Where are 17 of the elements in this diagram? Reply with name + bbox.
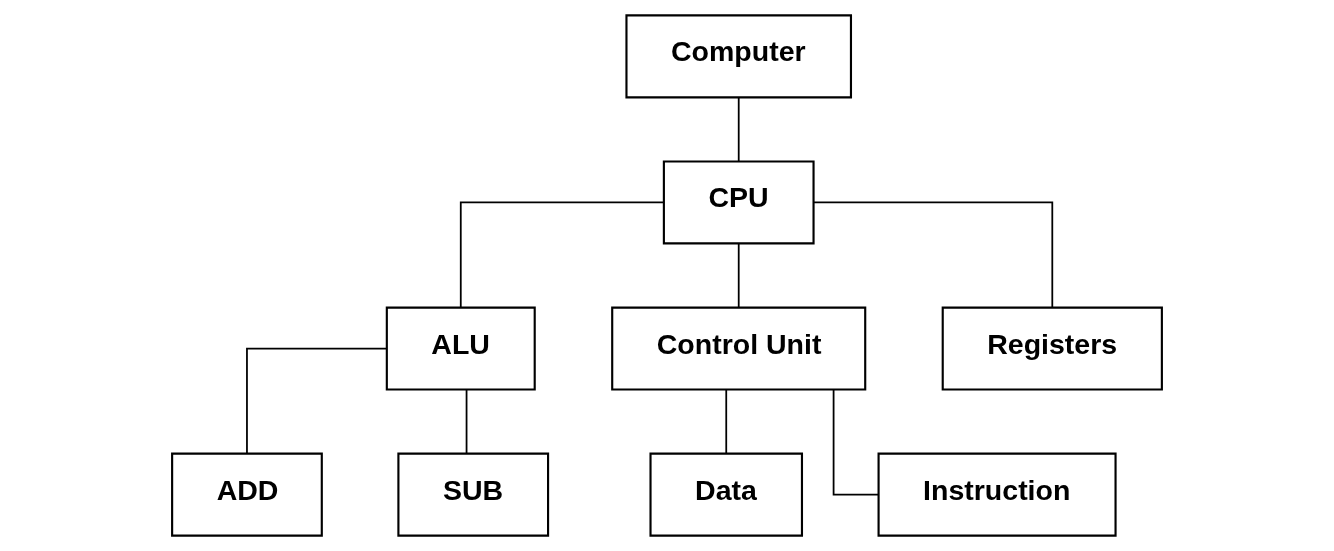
connector	[832, 389, 880, 496]
node-box: ADD	[171, 452, 323, 537]
connector	[465, 389, 468, 455]
node-box: Computer	[625, 14, 853, 99]
node-box: Instruction	[877, 452, 1117, 537]
node-box: ALU	[385, 306, 536, 391]
connector	[246, 347, 388, 455]
node-box: CPU	[662, 160, 815, 245]
connector	[812, 201, 1054, 308]
node-box: SUB	[397, 452, 550, 537]
node-box: Control Unit	[611, 306, 867, 391]
connector	[459, 201, 665, 308]
node-box: Data	[649, 452, 804, 537]
connector	[725, 389, 728, 455]
connector	[737, 96, 740, 163]
connector	[737, 243, 740, 309]
node-box: Registers	[941, 306, 1163, 391]
